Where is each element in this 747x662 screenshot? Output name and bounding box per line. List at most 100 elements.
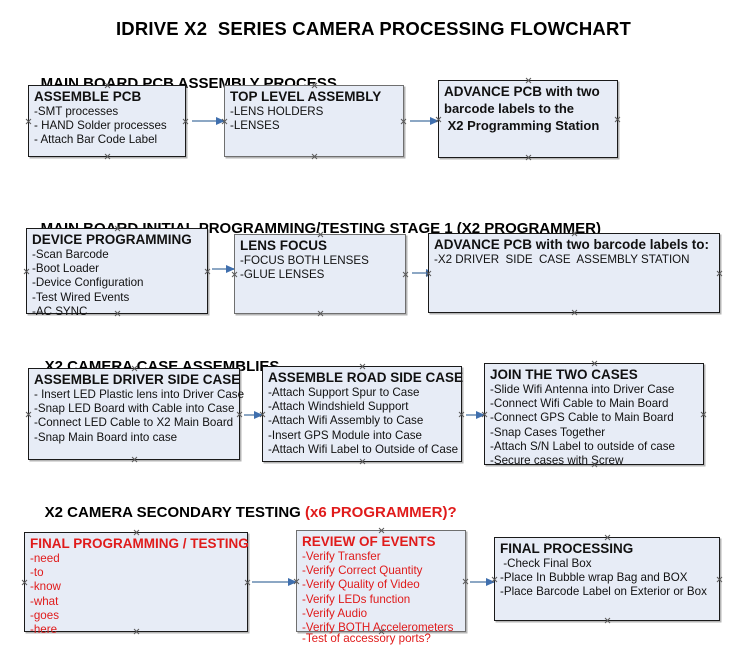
box-advance-pcb-station[interactable]: ADVANCE PCB with two barcode labels to t…: [438, 80, 618, 158]
box-top-level-assembly[interactable]: TOP LEVEL ASSEMBLY -LENS HOLDERS -LENSES: [224, 85, 404, 157]
connector-arrow: [466, 410, 485, 419]
resize-handle-right[interactable]: [204, 268, 211, 275]
box-line: -Attach S/N Label to outside of case: [490, 439, 675, 453]
box-final-processing[interactable]: FINAL PROCESSING -Check Final Box -Place…: [494, 537, 720, 621]
box-line: - Attach Bar Code Label: [34, 133, 158, 147]
box-line: -Snap Cases Together: [490, 425, 606, 439]
resize-handle-top[interactable]: [591, 360, 598, 367]
box-line: - Insert LED Plastic lens into Driver Ca…: [34, 388, 245, 401]
resize-handle-bottom[interactable]: [571, 309, 578, 316]
box-device-programming[interactable]: DEVICE PROGRAMMING -Scan Barcode -Boot L…: [23, 228, 211, 318]
box-line: -what: [30, 594, 59, 608]
box-lens-focus[interactable]: LENS FOCUS -FOCUS BOTH LENSES -GLUE LENS…: [234, 234, 406, 314]
resize-handle-top[interactable]: [525, 77, 532, 84]
box-line: -Connect LED Cable to X2 Main Board: [34, 416, 234, 430]
resize-handle-right[interactable]: [402, 271, 409, 278]
connector-arrow: [410, 116, 439, 125]
box-line: -AC SYNC: [32, 304, 88, 318]
box-line: -Attach Windshield Support: [268, 400, 409, 414]
box-line: -Verify Transfer: [302, 550, 381, 563]
box-line-overflow: -Test of accessory ports?: [302, 631, 431, 645]
box-line: -Verify BOTH Accelerometers: [302, 621, 454, 635]
box-line: -Secure cases with Screw: [490, 454, 624, 468]
box-line: -Snap LED Board with Cable into Case: [34, 402, 235, 416]
box-assemble-road-side-case[interactable]: ASSEMBLE ROAD SIDE CASE -Attach Support …: [262, 363, 465, 465]
box-line: -Device Configuration: [32, 276, 144, 290]
box-line: -X2 DRIVER SIDE CASE ASSEMBLY STATION: [434, 253, 690, 266]
box-line: -GLUE LENSES: [240, 268, 325, 282]
section-heading-4-accent: (x6 PROGRAMMER)?: [304, 504, 457, 521]
box-line: -Connect GPS Cable to Main Board: [490, 411, 674, 425]
box-line: -Connect Wifi Cable to Main Board: [490, 397, 669, 411]
box-title: DEVICE PROGRAMMING: [32, 232, 192, 247]
resize-handle-right[interactable]: [244, 579, 251, 586]
box-title: ASSEMBLE ROAD SIDE CASE: [268, 370, 464, 385]
section-heading-4-text: X2 CAMERA SECONDARY TESTING: [44, 504, 305, 521]
connector-arrow: [252, 577, 297, 586]
box-line: -Test Wired Events: [32, 290, 130, 304]
connector-arrow: [244, 410, 263, 419]
box-title: FINAL PROGRAMMING / TESTING: [30, 536, 249, 551]
box-line: -Place In Bubble wrap Bag and BOX: [500, 571, 688, 585]
resize-handle-right[interactable]: [716, 576, 723, 583]
box-line: -Verify LEDs function: [302, 592, 411, 606]
resize-handle-bottom[interactable]: [131, 456, 138, 463]
resize-handle-top[interactable]: [604, 534, 611, 541]
box-line: -know: [30, 580, 61, 594]
box-line: -Scan Barcode: [32, 248, 109, 261]
box-line: - HAND Solder processes: [34, 119, 167, 133]
box-line: -Attach Support Spur to Case: [268, 386, 420, 399]
resize-handle-right[interactable]: [700, 411, 707, 418]
box-line: barcode labels to the: [444, 101, 575, 116]
connector-arrow: [192, 116, 225, 125]
resize-handle-left[interactable]: [23, 268, 30, 275]
box-line: -FOCUS BOTH LENSES: [240, 254, 369, 267]
box-assemble-driver-side-case[interactable]: ASSEMBLE DRIVER SIDE CASE - Insert LED P…: [25, 368, 245, 463]
resize-handle-top[interactable]: [359, 363, 366, 370]
connector-arrow: [212, 264, 235, 273]
box-line: -goes: [30, 608, 60, 622]
resize-handle-bottom[interactable]: [525, 154, 532, 161]
resize-handle-right[interactable]: [400, 118, 407, 125]
box-final-programming-testing[interactable]: FINAL PROGRAMMING / TESTING -need -to -k…: [21, 532, 251, 636]
resize-handle-left[interactable]: [25, 118, 32, 125]
resize-handle-left[interactable]: [25, 411, 32, 418]
resize-handle-right[interactable]: [462, 578, 469, 585]
resize-handle-right[interactable]: [236, 411, 243, 418]
box-line: -LENSES: [230, 119, 280, 133]
resize-handle-left[interactable]: [21, 579, 28, 586]
resize-handle-right[interactable]: [182, 118, 189, 125]
box-title: REVIEW OF EVENTS: [302, 534, 436, 549]
box-title: FINAL PROCESSING: [500, 541, 634, 556]
page-title: IDRIVE X2 SERIES CAMERA PROCESSING FLOWC…: [115, 18, 632, 39]
box-advance-pcb-driver-side[interactable]: ADVANCE PCB with two barcode labels to: …: [428, 233, 720, 313]
resize-handle-bottom[interactable]: [311, 153, 318, 160]
connector-arrow: [470, 577, 495, 586]
resize-handle-bottom[interactable]: [604, 617, 611, 624]
box-line: -Slide Wifi Antenna into Driver Case: [490, 383, 675, 396]
box-line: -LENS HOLDERS: [230, 105, 324, 118]
resize-handle-bottom[interactable]: [104, 153, 111, 160]
box-line: -Verify Audio: [302, 606, 368, 620]
resize-handle-right[interactable]: [458, 411, 465, 418]
box-line: -Verify Quality of Video: [302, 578, 420, 592]
box-title: JOIN THE TWO CASES: [490, 367, 638, 382]
box-title: ASSEMBLE PCB: [34, 89, 142, 104]
box-line: -Check Final Box: [500, 557, 592, 570]
box-line: X2 Programming Station: [444, 118, 600, 133]
box-join-the-two-cases[interactable]: JOIN THE TWO CASES -Slide Wifi Antenna i…: [484, 360, 707, 468]
box-line: -Boot Loader: [32, 262, 100, 276]
box-line: -need: [30, 552, 60, 565]
box-line: -Verify Correct Quantity: [302, 564, 423, 578]
box-review-of-events[interactable]: REVIEW OF EVENTS -Verify Transfer -Verif…: [296, 530, 469, 645]
box-line: -Place Barcode Label on Exterior or Box: [500, 585, 707, 599]
box-title: ADVANCE PCB with two barcode labels to:: [434, 237, 710, 252]
box-assemble-pcb[interactable]: ASSEMBLE PCB -SMT processes - HAND Solde…: [28, 85, 186, 157]
resize-handle-right[interactable]: [614, 116, 621, 123]
box-title: LENS FOCUS: [240, 238, 328, 253]
resize-handle-bottom[interactable]: [359, 458, 366, 465]
box-line: -SMT processes: [34, 105, 119, 118]
resize-handle-bottom[interactable]: [317, 310, 324, 317]
resize-handle-right[interactable]: [716, 270, 723, 277]
